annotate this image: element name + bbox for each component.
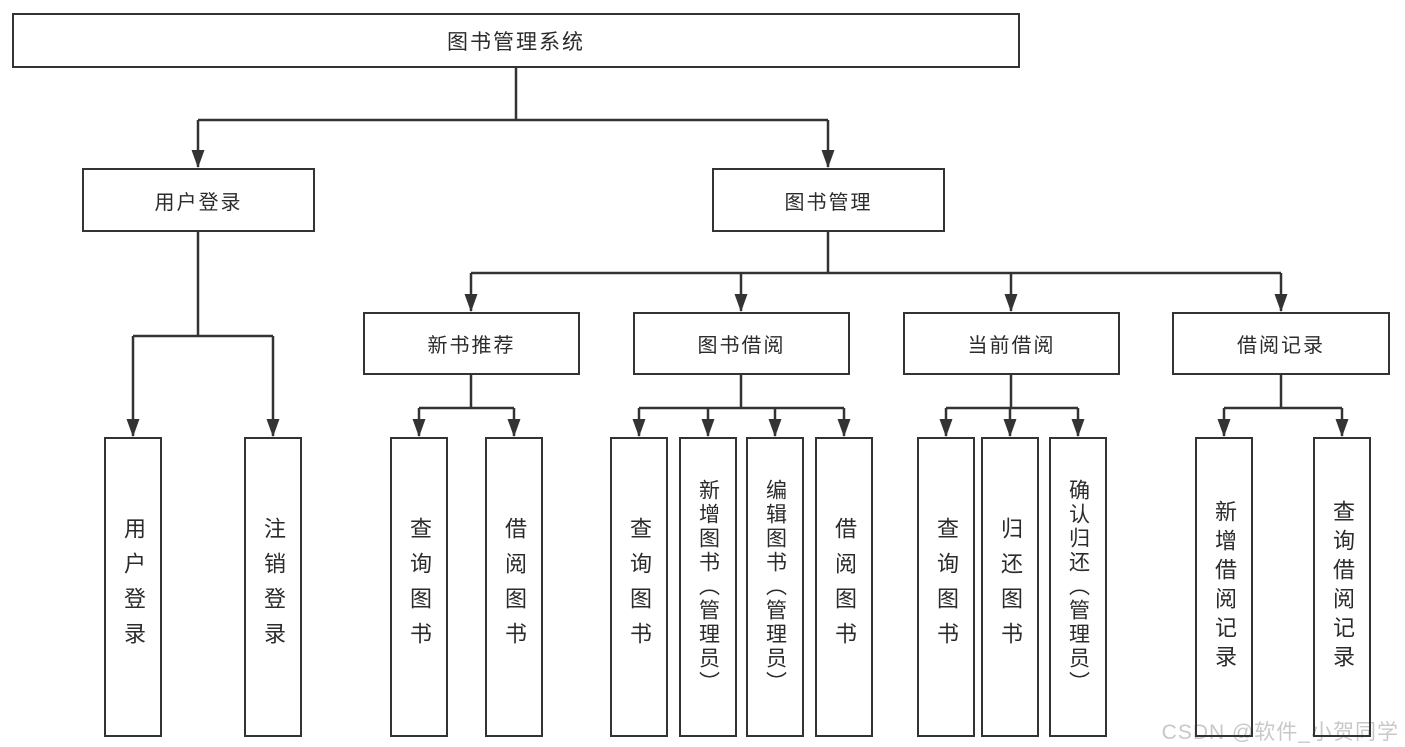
connector-rails <box>133 68 1342 410</box>
tree-leaf-borrow-books-2: 借阅图书 <box>815 437 873 737</box>
tree-leaf-edit-book-admin: 编辑图书（管理员） <box>746 437 804 737</box>
tree-node-new-book-recommend-label: 新书推荐 <box>427 335 516 357</box>
tree-node-root-label: 图书管理系统 <box>447 30 585 54</box>
tree-leaf-logout-label: 注销登录 <box>261 517 286 657</box>
tree-leaf-confirm-return-admin-label: 确认归还（管理员） <box>1066 479 1090 695</box>
tree-leaf-add-book-admin: 新增图书（管理员） <box>679 437 737 737</box>
tree-leaf-query-borrow-record: 查询借阅记录 <box>1313 437 1371 737</box>
tree-leaf-user-login: 用户登录 <box>104 437 162 737</box>
tree-leaf-add-borrow-record: 新增借阅记录 <box>1195 437 1253 737</box>
tree-leaf-return-book-label: 归还图书 <box>998 517 1023 657</box>
csdn-watermark: CSDN @软件_小贺同学 <box>1161 721 1399 744</box>
tree-leaf-add-book-admin-label: 新增图书（管理员） <box>696 479 720 695</box>
tree-leaf-borrow-books-2-label: 借阅图书 <box>832 517 857 657</box>
tree-node-user-login: 用户登录 <box>82 168 315 232</box>
tree-leaf-borrow-books-1: 借阅图书 <box>485 437 543 737</box>
tree-node-book-borrow-label: 图书借阅 <box>697 335 786 357</box>
tree-node-current-borrow-label: 当前借阅 <box>967 335 1056 357</box>
tree-node-root: 图书管理系统 <box>12 13 1020 68</box>
tree-leaf-return-book: 归还图书 <box>981 437 1039 737</box>
tree-node-borrow-records: 借阅记录 <box>1172 312 1390 375</box>
tree-node-book-management: 图书管理 <box>712 168 945 232</box>
tree-leaf-confirm-return-admin: 确认归还（管理员） <box>1049 437 1107 737</box>
tree-leaf-borrow-books-1-label: 借阅图书 <box>502 517 527 657</box>
tree-node-new-book-recommend: 新书推荐 <box>363 312 580 375</box>
tree-leaf-query-books-3: 查询图书 <box>917 437 975 737</box>
tree-leaf-user-login-label: 用户登录 <box>121 517 146 657</box>
tree-leaf-query-books-2-label: 查询图书 <box>627 517 652 657</box>
tree-leaf-query-borrow-record-label: 查询借阅记录 <box>1330 500 1355 674</box>
tree-leaf-query-books-2: 查询图书 <box>610 437 668 737</box>
tree-leaf-query-books-3-label: 查询图书 <box>934 517 959 657</box>
tree-node-user-login-label: 用户登录 <box>154 191 243 214</box>
tree-leaf-query-books-1-label: 查询图书 <box>407 517 432 657</box>
tree-node-borrow-records-label: 借阅记录 <box>1237 335 1325 357</box>
tree-node-current-borrow: 当前借阅 <box>903 312 1120 375</box>
tree-node-book-borrow: 图书借阅 <box>633 312 850 375</box>
tree-leaf-logout: 注销登录 <box>244 437 302 737</box>
tree-leaf-query-books-1: 查询图书 <box>390 437 448 737</box>
tree-leaf-add-borrow-record-label: 新增借阅记录 <box>1212 500 1237 674</box>
tree-leaf-edit-book-admin-label: 编辑图书（管理员） <box>763 479 787 695</box>
tree-node-book-management-label: 图书管理 <box>784 191 873 214</box>
